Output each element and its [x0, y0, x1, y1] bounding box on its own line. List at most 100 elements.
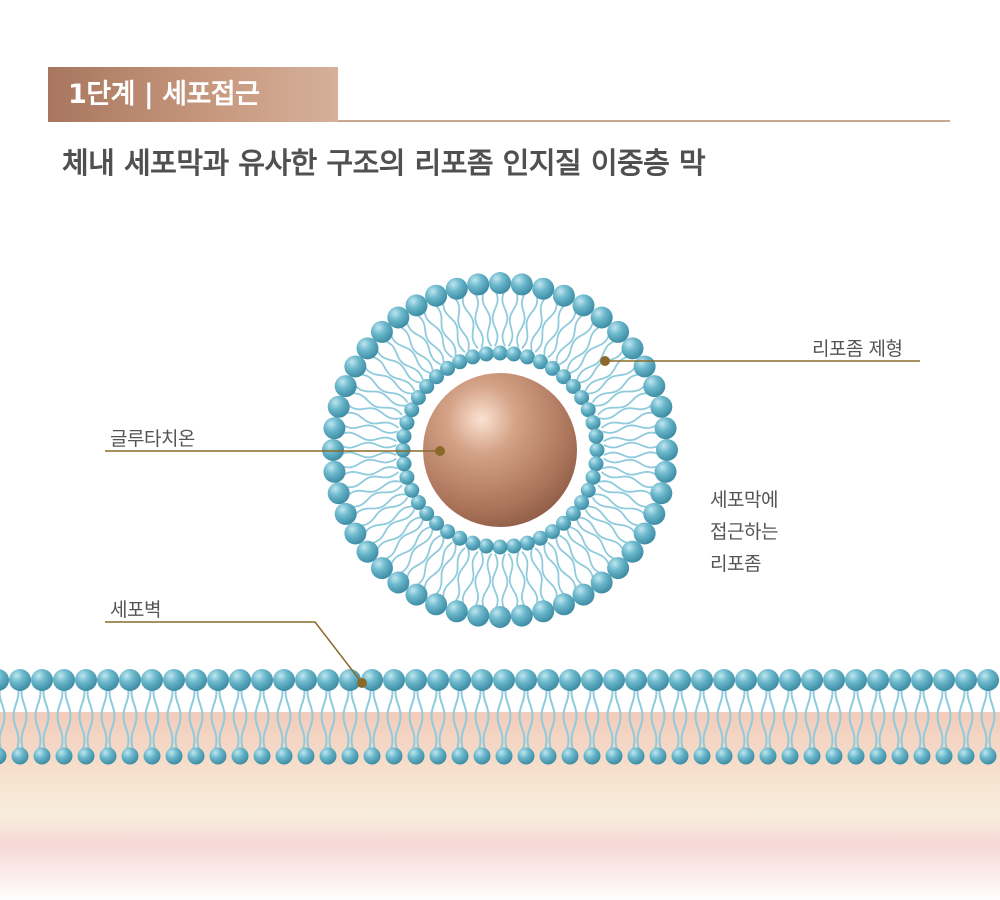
lipid-head-inner [913, 747, 931, 765]
liposome-head-inner [404, 402, 420, 418]
lipid-head-inner [209, 747, 227, 765]
lipid-tail [405, 319, 442, 366]
lipid-tail [452, 679, 460, 753]
liposome-head-outer [323, 417, 346, 440]
lipid-tail [944, 679, 952, 753]
liposome-head-inner [399, 415, 415, 431]
liposome-head-inner [565, 506, 581, 522]
lipid-head-outer [31, 669, 53, 691]
lipid-head-inner [825, 747, 843, 765]
lipid-tail [342, 679, 350, 753]
lipid-tail [530, 296, 547, 352]
liposome-head-outer [643, 375, 666, 398]
liposome-head-outer [572, 294, 595, 317]
lipid-tail [340, 457, 397, 469]
lipid-head-outer [515, 669, 537, 691]
liposome-head-outer [405, 583, 428, 606]
lipid-head-outer [647, 669, 669, 691]
lipid-tail [341, 423, 398, 434]
lipid-tail [144, 679, 152, 753]
label-line: 리포좀 [710, 553, 761, 575]
lipid-head-inner [253, 747, 271, 765]
lipid-tail [547, 541, 577, 592]
lipid-tail [782, 679, 790, 753]
lipid-tail [636, 679, 644, 753]
lipid-tail [491, 289, 499, 347]
lipid-head-inner [715, 747, 733, 765]
liposome-head-outer [323, 460, 346, 483]
lipid-head-inner [803, 747, 821, 765]
lipid-tail [597, 392, 650, 416]
liposome-head-inner [506, 538, 522, 554]
lipid-tail [433, 544, 457, 597]
cell-membrane [0, 669, 999, 765]
lipid-tail [344, 471, 399, 489]
lipid-tail [584, 508, 631, 545]
lipid-tail [760, 679, 768, 753]
liposome-head-outer [322, 439, 344, 461]
liposome-head-inner [478, 346, 494, 362]
label-glutathione: 글루타치온 [110, 428, 195, 450]
lipid-tail [350, 679, 358, 753]
lipid-head-outer [845, 669, 867, 691]
lipid-tail [122, 679, 130, 753]
lipid-head-inner [605, 747, 623, 765]
liposome-head-outer [621, 540, 644, 563]
lipid-head-inner [429, 747, 447, 765]
liposome-head-outer [425, 593, 448, 616]
lipid-head-outer [889, 669, 911, 691]
liposome-head-inner [478, 538, 494, 554]
lipid-tail [521, 294, 539, 349]
liposome-head-inner [419, 506, 435, 522]
liposome-head-inner [574, 494, 590, 510]
lipid-tail [364, 679, 372, 753]
liposome-head-outer [607, 320, 630, 343]
lipid-tail [501, 289, 509, 347]
lipid-tail [672, 679, 680, 753]
lipid-tail [594, 383, 647, 407]
liposome-head-inner [452, 530, 468, 546]
lipid-tail [415, 537, 445, 587]
lipid-tail [602, 423, 659, 434]
lipid-head-outer [229, 669, 251, 691]
lipid-tail [442, 547, 466, 600]
lipid-tail [614, 679, 622, 753]
liposome-head-inner [585, 469, 601, 485]
lipid-tail [408, 679, 416, 753]
lipid-head-outer [735, 669, 757, 691]
lipid-tail [603, 451, 661, 459]
liposome-head-outer [654, 460, 677, 483]
lipid-tail [383, 339, 424, 381]
lipid-tail [650, 679, 658, 753]
lipid-head-inner [583, 747, 601, 765]
lipid-tail [584, 679, 592, 753]
lipid-tail [738, 679, 746, 753]
leader-cell-wall [105, 621, 363, 684]
lipid-head-outer [933, 669, 955, 691]
liposome-head-outer [532, 600, 555, 623]
lipid-head-outer [185, 669, 207, 691]
lipid-tail [430, 679, 438, 753]
liposome-head-outer [572, 583, 595, 606]
lipid-head-inner [275, 747, 293, 765]
lipid-head-inner [649, 747, 667, 765]
lipid-head-inner [759, 747, 777, 765]
liposome-head-outer [489, 272, 511, 294]
lipid-head-outer [405, 669, 427, 691]
lipid-tail [100, 679, 108, 753]
liposome-head-inner [396, 456, 412, 472]
lipid-head-inner [187, 747, 205, 765]
lipid-head-outer [427, 669, 449, 691]
lipid-tail [534, 300, 558, 353]
lipid-tail [372, 679, 380, 753]
lipid-head-outer [273, 669, 295, 691]
liposome-head-outer [643, 502, 666, 525]
lipid-head-inner [891, 747, 909, 765]
lipid-tail [516, 291, 527, 348]
lipid-tail [350, 392, 403, 416]
lipid-head-outer [867, 669, 889, 691]
lipid-tail [350, 484, 403, 508]
lipid-head-outer [625, 669, 647, 691]
lipid-head-inner [143, 747, 161, 765]
lipid-tail [530, 548, 547, 604]
